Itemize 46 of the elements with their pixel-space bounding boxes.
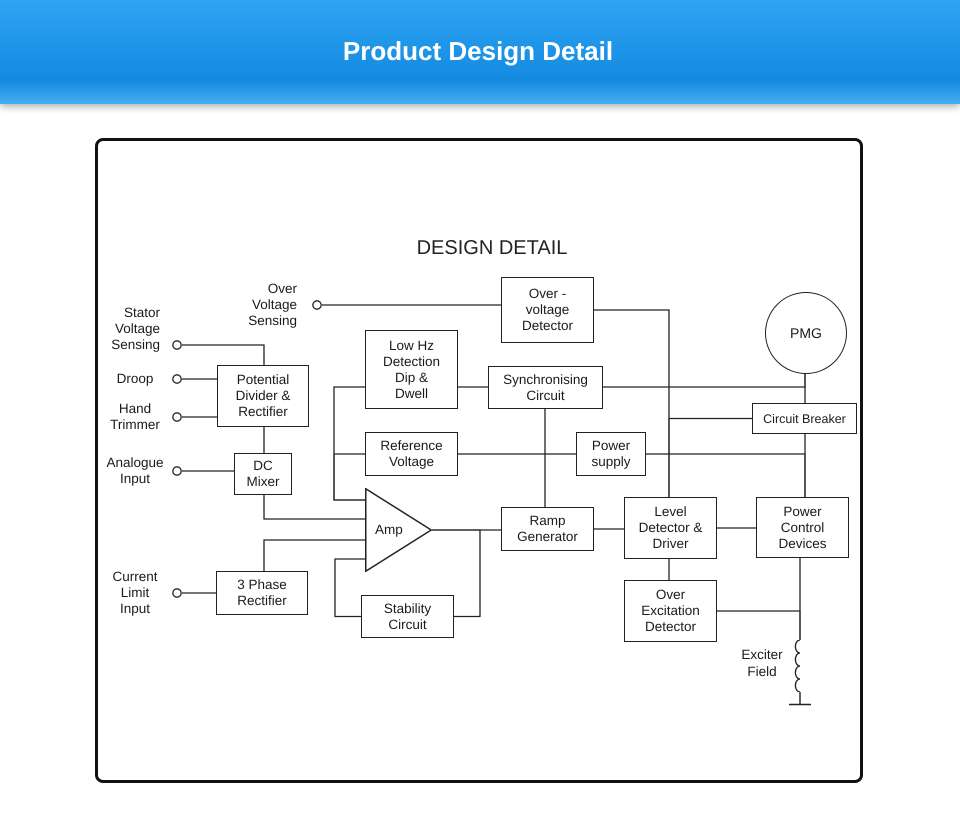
- terminal-label: Droop: [116, 371, 154, 387]
- amplifier-label: Amp: [375, 522, 403, 538]
- connection-line: [334, 558, 365, 618]
- connection-line: [333, 453, 365, 501]
- connection-line: [322, 304, 501, 306]
- connection-line: [432, 529, 481, 618]
- process-box: Power supply: [576, 432, 646, 476]
- connection-line: [804, 374, 806, 403]
- coil-label: Exciter Field: [740, 646, 784, 680]
- connection-line: [182, 344, 265, 365]
- connection-line: [668, 559, 670, 580]
- connection-line: [594, 528, 624, 530]
- connection-line: [263, 427, 265, 453]
- terminal-label: Over Voltage Sensing: [247, 281, 297, 329]
- connection-line: [804, 434, 806, 497]
- connection-line: [263, 539, 365, 571]
- process-box: Potential Divider & Rectifier: [217, 365, 309, 427]
- process-box: Reference Voltage: [365, 432, 458, 476]
- process-box: Over Excitation Detector: [624, 580, 717, 642]
- process-box: Synchronising Circuit: [488, 366, 603, 409]
- connection-line: [182, 378, 217, 380]
- process-box: Ramp Generator: [501, 507, 594, 551]
- connection-line: [182, 592, 216, 594]
- terminal-label: Stator Voltage Sensing: [110, 305, 160, 353]
- connection-line: [717, 610, 801, 640]
- process-box: Over - voltage Detector: [501, 277, 594, 343]
- connection-line: [544, 409, 546, 507]
- connection-line: [182, 416, 217, 418]
- process-box: Power Control Devices: [756, 497, 849, 558]
- process-box: 3 Phase Rectifier: [216, 571, 308, 615]
- connection-line: [717, 527, 756, 529]
- connection-line: [458, 386, 488, 388]
- connection-line: [263, 495, 365, 520]
- terminal-label: Hand Trimmer: [109, 401, 161, 433]
- connection-line: [458, 453, 576, 455]
- process-box: Stability Circuit: [361, 595, 454, 638]
- diagram-heading: DESIGN DETAIL: [416, 236, 568, 260]
- process-box: Level Detector & Driver: [624, 497, 717, 559]
- process-box: Low Hz Detection Dip & Dwell: [365, 330, 458, 409]
- process-box: DC Mixer: [234, 453, 292, 495]
- terminal-label: Current Limit Input: [111, 569, 158, 617]
- connection-line: [182, 470, 234, 472]
- connection-line: [668, 418, 752, 497]
- page-title: Product Design Detail: [342, 35, 614, 67]
- process-box: Circuit Breaker: [752, 403, 857, 434]
- terminal-label: Analogue Input: [105, 455, 165, 487]
